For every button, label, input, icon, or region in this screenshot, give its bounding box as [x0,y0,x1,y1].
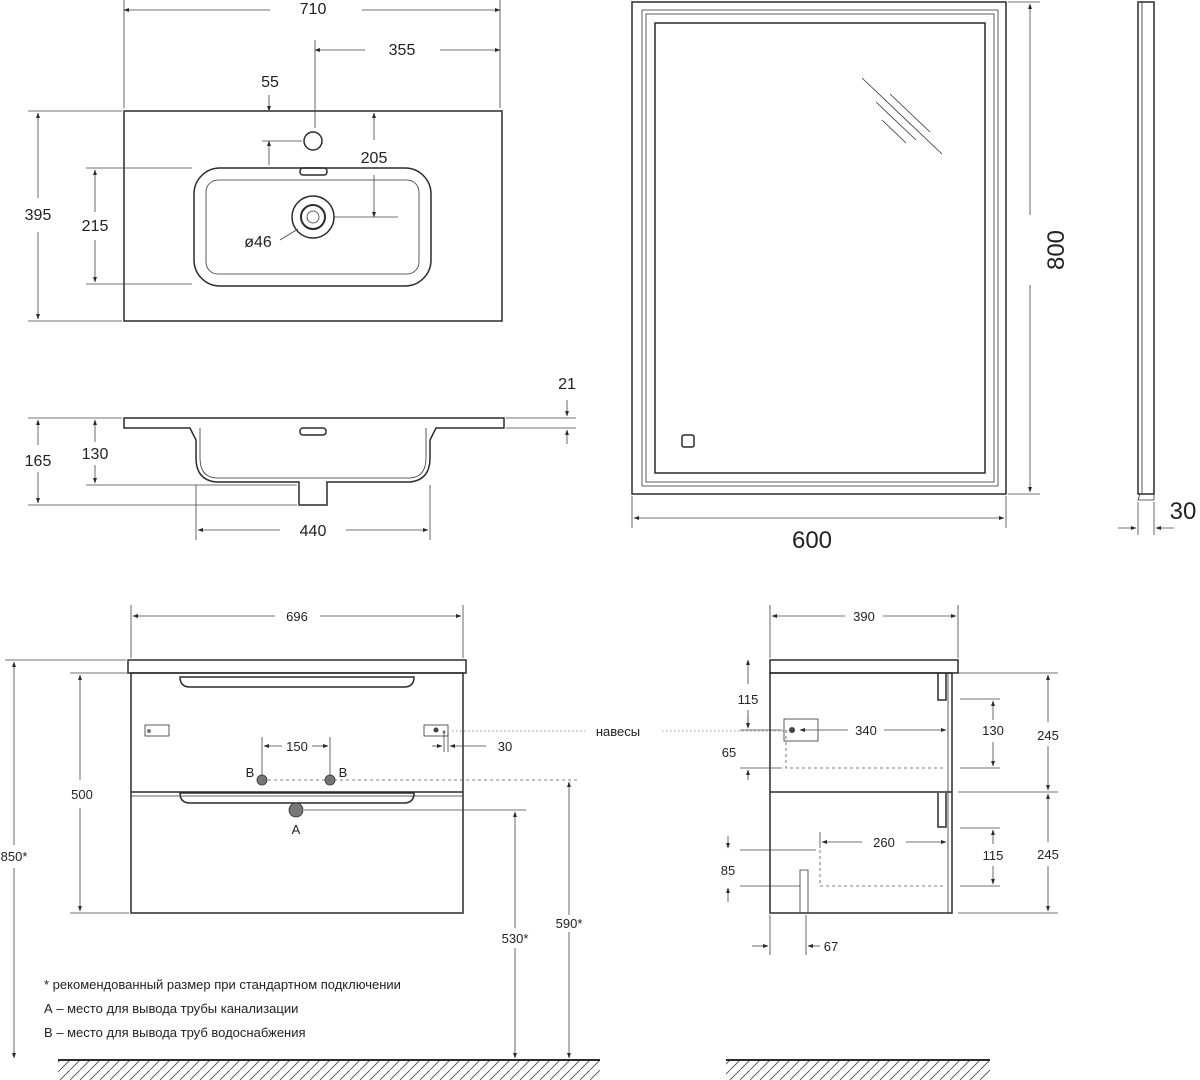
dim-top-box: 130 [982,723,1004,738]
dim-mirror-height: 800 [1043,230,1070,270]
label-b-left: B [246,765,255,780]
dim-bottom-drawer-height: 245 [1037,847,1059,862]
hanger-right [423,724,449,737]
callout-hangers: навесы [596,724,640,739]
dim-install-height: 850* [1,849,28,864]
basin-bowl-inner [205,179,420,275]
bottom-drawer-box [819,850,946,887]
dim-drain-offset: 205 [361,150,388,167]
note-water: В – место для вывода труб водоснабжения [44,1025,306,1040]
mirror-outer [631,1,1007,495]
cabinet-side-view: 390 115 340 65 130 245 245 [721,605,1059,1080]
dim-cabinet-height: 500 [71,787,93,802]
side-body [769,672,953,914]
side-plinth-profile [799,869,809,913]
mirror-touch-switch-icon [681,434,695,448]
glass-reflection [861,77,943,155]
top-drawer-handle [179,676,415,688]
dim-bowl-height: 130 [82,446,109,463]
dim-top-drawer-height: 245 [1037,728,1059,743]
basin-outline [123,110,503,322]
side-bottom-handle [937,793,947,828]
hanger-left [144,724,170,737]
basin-top-view: 710 355 55 205 ø46 395 215 [25,0,503,322]
tap-hole [303,131,323,151]
dim-hanger-depth: 340 [855,723,877,738]
dim-hanger-low: 65 [722,745,736,760]
cabinet-body [130,672,464,914]
dim-pipe-spacing: 150 [286,739,308,754]
dim-hanger-height: 115 [738,692,759,707]
mirror-front-view: 800 600 [631,1,1070,554]
dim-side-depth: 390 [853,609,875,624]
mirror-glass [654,22,986,474]
dim-rim-thickness: 21 [558,376,576,393]
dim-drain-diameter: ø46 [244,234,272,251]
drain-center [306,210,320,224]
note-recommended: * рекомендованный размер при стандартном… [44,977,401,992]
mirror-side-view: 30 [1118,1,1197,535]
mirror-side-body [1137,1,1155,495]
dim-mirror-depth: 30 [1170,498,1197,525]
mirror-led-frame-inner [645,13,995,483]
dim-drain-height: 530* [502,931,529,946]
side-overflow-slot [299,427,327,436]
dim-cabinet-width: 696 [286,609,308,624]
mirror-led-frame-outer [641,9,999,487]
cabinet-countertop [127,659,467,674]
dim-basin-half: 355 [389,42,416,59]
dim-hanger-offset: 30 [498,739,512,754]
basin-bowl-outer [193,167,432,287]
dim-bottom-box-depth: 260 [873,835,895,850]
dim-basin-width: 710 [300,1,327,18]
drain-inner [300,204,326,230]
side-top-handle [937,673,947,701]
dim-plinth: 67 [824,939,838,954]
dim-tap-offset: 55 [261,74,279,91]
dim-mirror-width: 600 [792,527,832,554]
basin-profile [123,417,505,506]
notes: * рекомендованный размер при стандартном… [44,977,401,1040]
drain-leader [279,228,299,241]
bottom-drawer-handle [179,792,415,804]
dim-basin-height: 165 [25,453,52,470]
dim-bottom-gap: 85 [721,863,735,878]
dim-bowl-width: 440 [300,523,327,540]
top-drawer-box [785,730,946,769]
label-b-right: B [339,765,348,780]
dim-bowl-depth: 215 [82,218,109,235]
note-drain: А – место для вывода трубы канализации [44,1001,298,1016]
cabinet-front-view: B B A 696 150 30 навесы 500 [1,605,790,1080]
drain-outer [291,195,335,239]
overflow-slot [299,167,328,176]
drain-pipe-a [288,802,304,818]
side-countertop [769,659,959,674]
basin-side-view: 21 165 130 440 [25,376,576,540]
dim-basin-depth: 395 [25,207,52,224]
dim-bottom-box-height: 115 [983,848,1004,863]
label-a: A [292,822,301,837]
dim-water-height: 590* [556,916,583,931]
